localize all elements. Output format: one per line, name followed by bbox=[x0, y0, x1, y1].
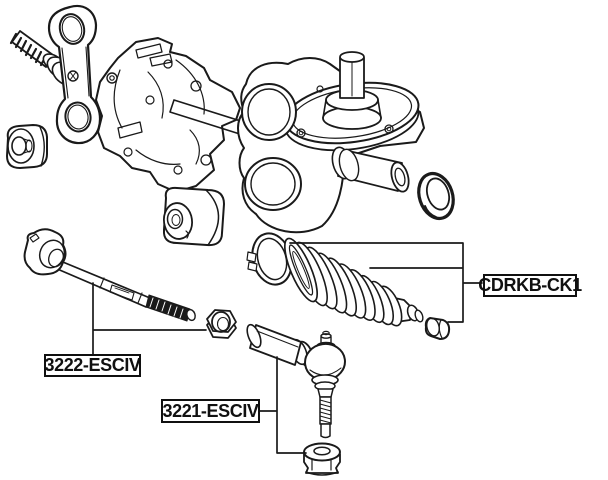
leader-line-inner-tie-rod bbox=[92, 282, 207, 355]
pinion-input-shaft bbox=[322, 51, 382, 130]
steering-boot-kit bbox=[246, 232, 451, 340]
mount-bushing-center bbox=[162, 186, 225, 247]
leader-line-boot-kit bbox=[289, 242, 483, 323]
stud-flange-nut bbox=[303, 442, 341, 476]
steering-gear-assembly bbox=[9, 4, 425, 234]
steering-motor-block bbox=[95, 37, 241, 193]
rack-seal-ring bbox=[417, 171, 455, 221]
mount-bracket bbox=[47, 4, 102, 145]
boot-end-cap bbox=[424, 317, 451, 340]
part-number-label-tie-rod-end[interactable]: 3221-ESCIV bbox=[161, 399, 260, 423]
boot-clamp bbox=[246, 232, 293, 286]
inner-tie-rod bbox=[23, 228, 196, 322]
pinion-housing bbox=[237, 51, 425, 234]
steering-rack-boot bbox=[283, 237, 424, 327]
mount-bushing-left bbox=[6, 124, 48, 169]
tie-rod-lock-nut bbox=[206, 309, 237, 339]
leader-line-tie-rod-end bbox=[259, 356, 307, 454]
part-number-label-boot-kit[interactable]: CDRKB-CK1 bbox=[478, 274, 582, 297]
part-number-label-inner-tie-rod[interactable]: 3222-ESCIV bbox=[44, 354, 141, 377]
tie-rod-end bbox=[246, 323, 346, 439]
rack-tube bbox=[331, 146, 410, 193]
leader-lines bbox=[92, 242, 483, 454]
